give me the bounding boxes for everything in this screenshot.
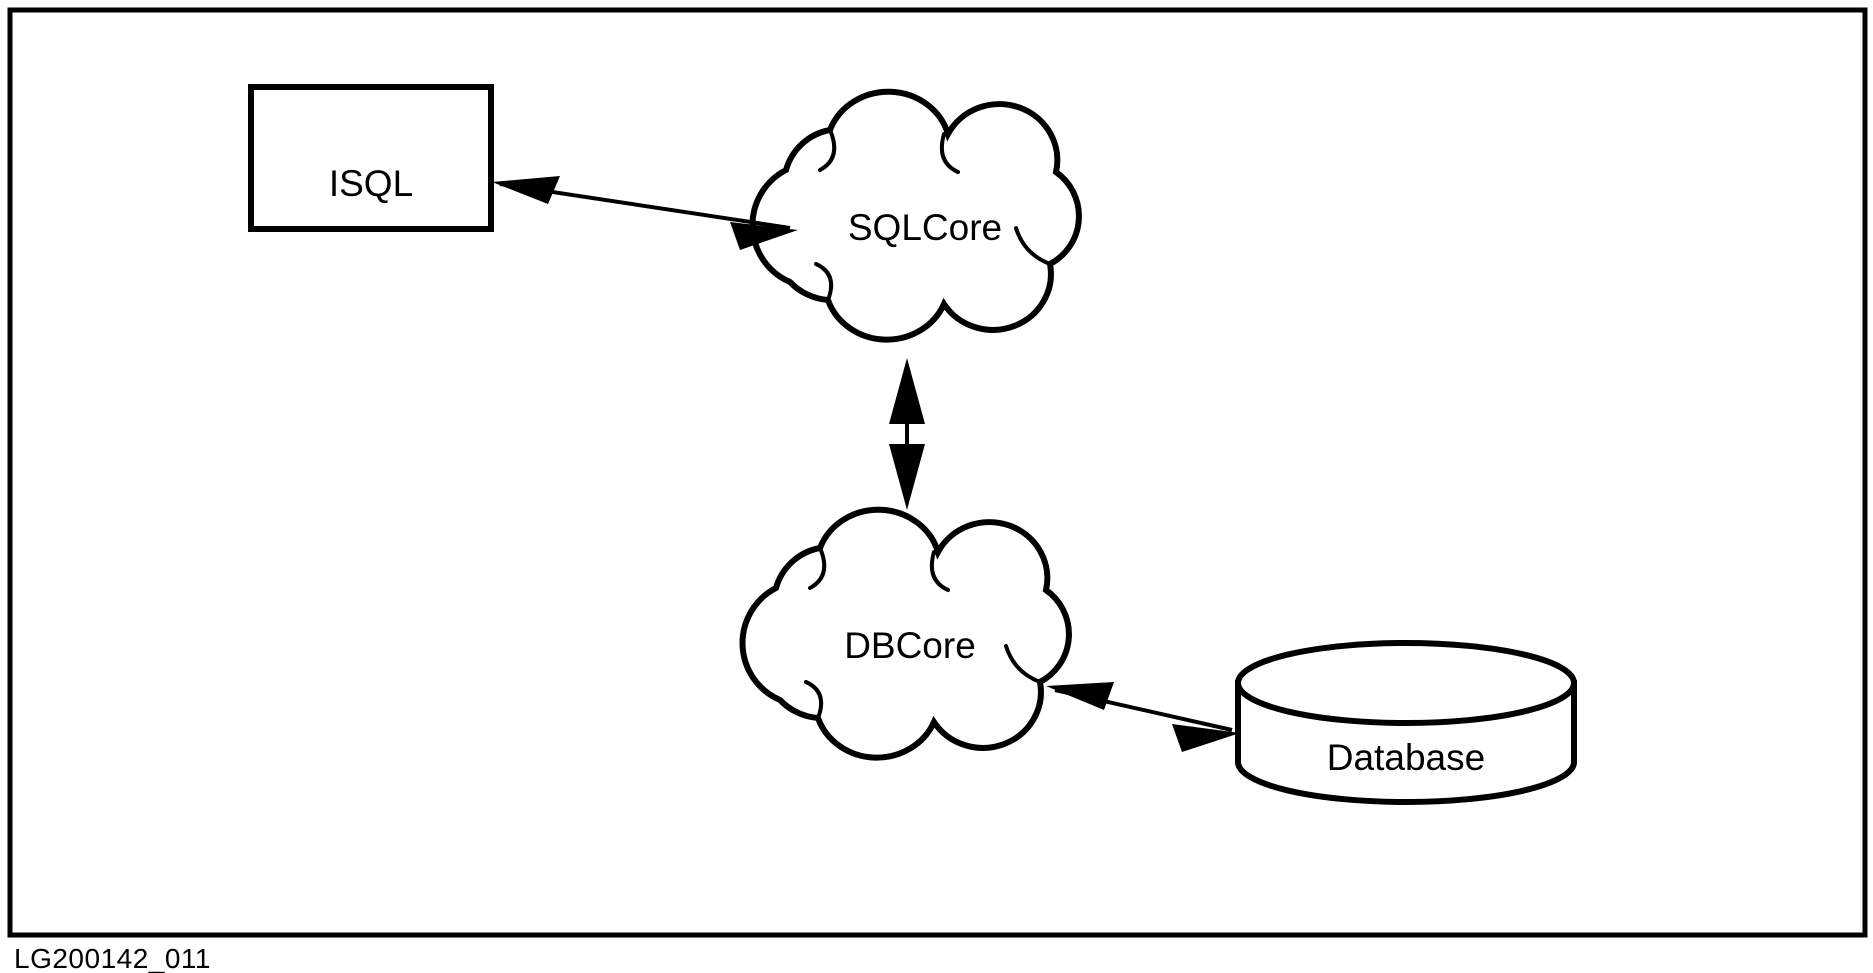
- sqlcore-puff-tick-left: [818, 128, 837, 172]
- isql-sqlcore-arrowhead-left: [492, 176, 560, 204]
- connector-dbcore-database: [1046, 682, 1240, 752]
- dbcore-database-arrowhead-left: [1046, 682, 1114, 710]
- dbcore-puff-tick-bottom: [804, 680, 823, 720]
- isql-box: [248, 84, 494, 232]
- node-database[interactable]: Database: [1235, 640, 1577, 805]
- dbcore-database-arrowhead-right: [1172, 724, 1240, 752]
- connector-isql-sqlcore: [492, 176, 798, 250]
- database-cylinder-top: [1235, 640, 1577, 726]
- connector-sqlcore-dbcore: [889, 358, 925, 510]
- sqlcore-puff-tick-right: [1014, 226, 1052, 266]
- node-sqlcore[interactable]: SQLCore: [749, 88, 1082, 343]
- node-isql[interactable]: ISQL: [248, 84, 494, 232]
- database-label: Database: [1327, 737, 1485, 778]
- dbcore-puff-tick-left: [808, 546, 827, 590]
- sqlcore-puff-tick-bottom: [814, 262, 833, 302]
- dbcore-puff-tick-top: [929, 550, 950, 592]
- sqlcore-dbcore-arrowhead-up: [889, 358, 925, 424]
- isql-sqlcore-arrowhead-right: [730, 222, 798, 250]
- figure-caption: LG200142_011: [14, 943, 211, 973]
- dbcore-label: DBCore: [844, 625, 976, 666]
- sqlcore-dbcore-arrowhead-down: [889, 444, 925, 510]
- sqlcore-label: SQLCore: [848, 207, 1002, 248]
- dbcore-puff-tick-right: [1004, 644, 1042, 684]
- node-dbcore[interactable]: DBCore: [739, 506, 1072, 761]
- sqlcore-puff-tick-top: [939, 132, 960, 174]
- isql-label: ISQL: [329, 163, 413, 204]
